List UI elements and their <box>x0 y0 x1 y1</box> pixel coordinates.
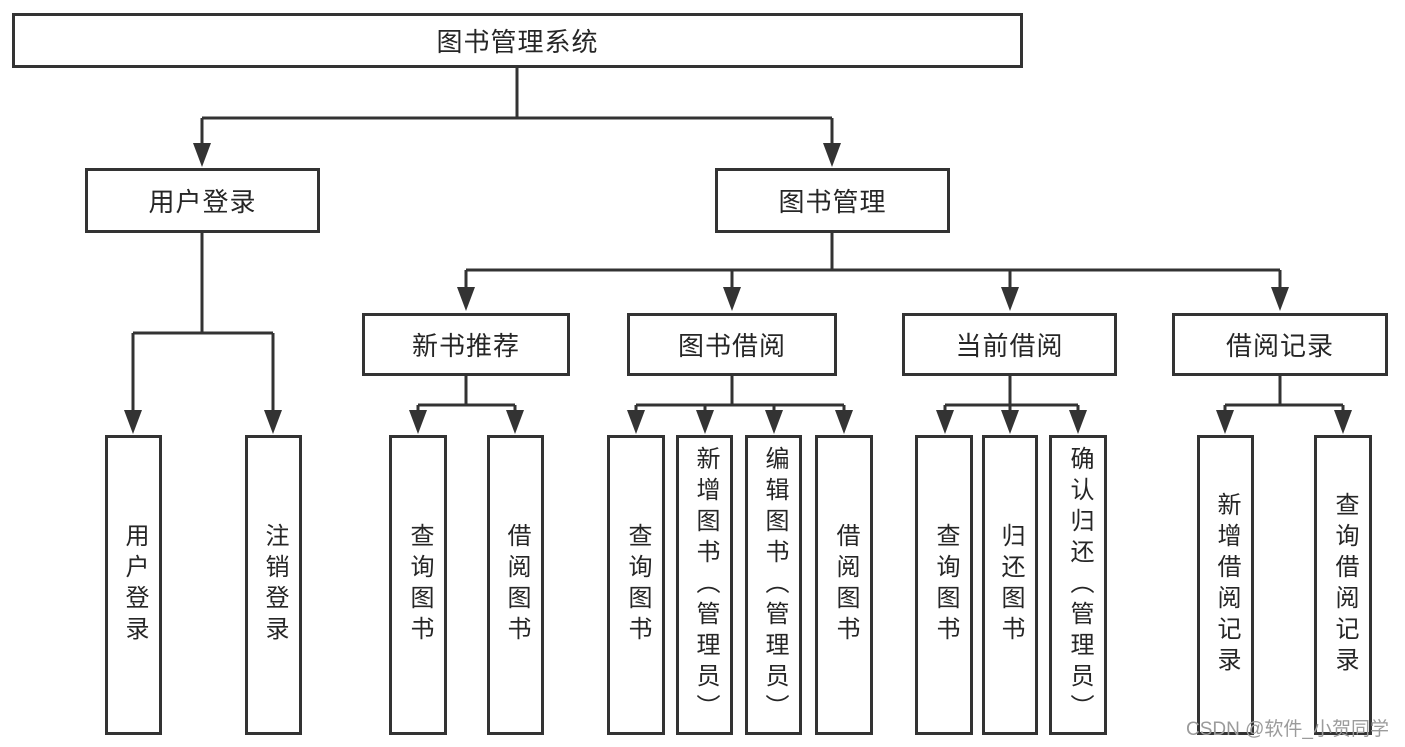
leaf-logout: 注销登录 <box>245 435 302 735</box>
leaf-add-borrow-record: 新增借阅记录 <box>1197 435 1254 735</box>
node-current-borrowing: 当前借阅 <box>902 313 1117 376</box>
node-book-management: 图书管理 <box>715 168 950 233</box>
leaf-query-books-borrowing: 查询图书 <box>607 435 665 735</box>
leaf-borrow-books: 借阅图书 <box>815 435 873 735</box>
leaf-query-borrow-record: 查询借阅记录 <box>1314 435 1372 735</box>
leaf-confirm-return-admin: 确认归还（管理员） <box>1049 435 1107 735</box>
leaf-borrow-books-recommend: 借阅图书 <box>487 435 544 735</box>
node-user-login: 用户登录 <box>85 168 320 233</box>
leaf-query-books-current: 查询图书 <box>915 435 973 735</box>
node-book-borrowing: 图书借阅 <box>627 313 837 376</box>
leaf-query-books-recommend: 查询图书 <box>389 435 447 735</box>
leaf-add-books-admin: 新增图书（管理员） <box>676 435 733 735</box>
csdn-watermark: CSDN @软件_小贺同学 <box>1186 719 1389 740</box>
node-new-book-recommend: 新书推荐 <box>362 313 570 376</box>
leaf-user-login: 用户登录 <box>105 435 162 735</box>
leaf-return-books: 归还图书 <box>982 435 1038 735</box>
leaf-edit-books-admin: 编辑图书（管理员） <box>745 435 802 735</box>
node-root-system: 图书管理系统 <box>12 13 1023 68</box>
node-borrowing-records: 借阅记录 <box>1172 313 1388 376</box>
